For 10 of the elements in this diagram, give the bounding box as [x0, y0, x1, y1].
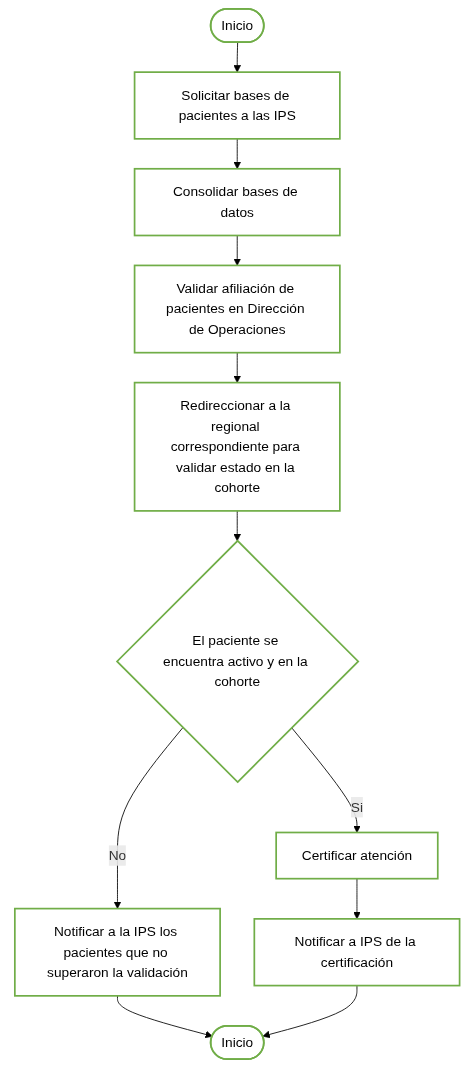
node-box: Notificar a la IPS los pacientes que no superaron la validación [13, 907, 221, 997]
node-box: Validar afiliación de pacientes en Dirección de Operaciones [133, 264, 341, 354]
node-box: Notificar a IPS de la certificación [253, 918, 461, 987]
node-diamond: El paciente se encuentra activo y en la cohorte [115, 539, 360, 784]
node-box: Certificar atención [275, 831, 439, 880]
node-box: Consolidar bases de datos [133, 167, 341, 237]
node-box: Redireccionar a la regional correspondiente para validar estado en la cohorte [133, 381, 341, 512]
edge-label: No [108, 847, 127, 863]
node-box: Solicitar bases de pacientes a las IPS [133, 71, 341, 140]
edge-label: Si [350, 799, 363, 815]
